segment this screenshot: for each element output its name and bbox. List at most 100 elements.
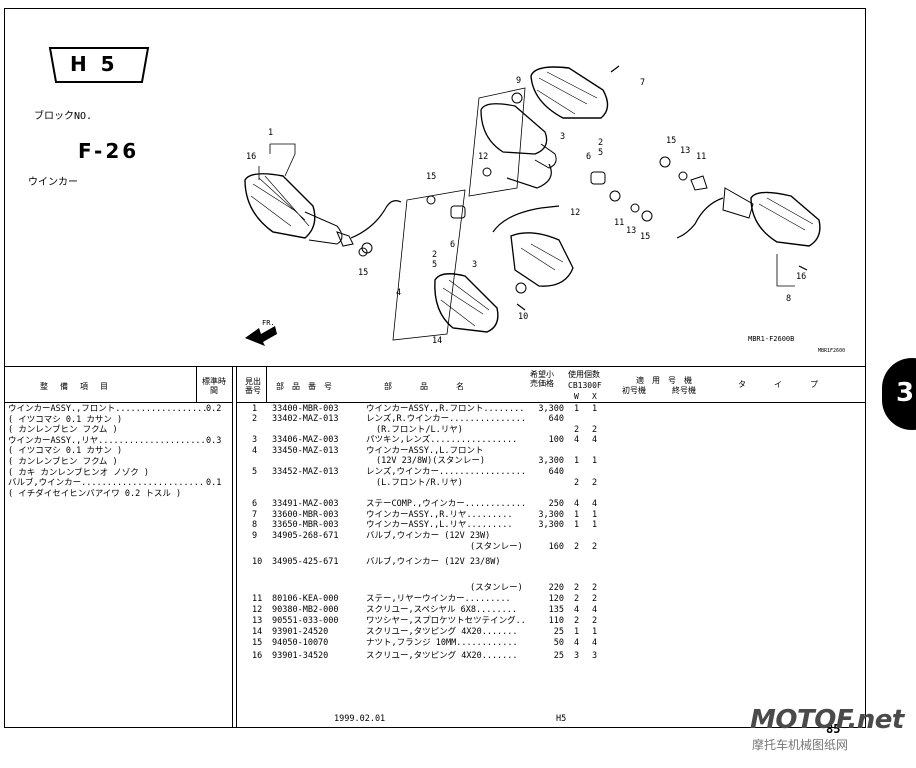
winker-front-right-group [392, 189, 574, 341]
callout-6: 6 [586, 152, 592, 162]
part-name: ウインカーASSY.,L.リヤ......... [366, 520, 513, 530]
part-ref: 16 [252, 651, 263, 661]
part-number: 80106-KEA-000 [272, 594, 339, 604]
maintenance-item: ( カンレンブヒン フクム ) [8, 425, 118, 436]
part-qty-w: 1 [574, 520, 580, 530]
part-number: 33400-MBR-003 [272, 404, 339, 414]
part-qty-x: 1 [592, 520, 598, 530]
part-price: 25 [553, 651, 564, 661]
part-price: 3,300 [538, 404, 564, 414]
divider-ref [266, 366, 267, 402]
callout-2b: 2 [432, 250, 438, 260]
maintenance-item: ウインカーASSY.,フロント.................. [8, 404, 208, 414]
part-name: ナツト,フランジ 10MM............ [366, 638, 518, 648]
hdr-first-no: 初号機 [622, 386, 646, 395]
block-no: F-26 [78, 139, 140, 163]
part-price: 110 [548, 616, 564, 626]
part-name: ウインカーASSY.,L.フロント [366, 446, 484, 456]
watermark-subtitle: 摩托车机械图纸网 [752, 738, 849, 752]
part-price: 640 [548, 467, 564, 477]
part-price: 25 [553, 627, 564, 637]
hdr-type: タ イ プ [738, 380, 828, 389]
part-qty-w: 1 [574, 404, 580, 414]
maintenance-item: ( カキ カンレンブヒンオ ノゾク ) [8, 467, 149, 478]
callout-15c: 15 [640, 232, 651, 242]
part-name: (スタンレー) [470, 542, 523, 552]
table-top-rule [4, 366, 866, 367]
nut-15-left [358, 247, 368, 257]
part-name: ステーCOMP.,ウインカー............ [366, 499, 527, 509]
part-name: スクリユー,スペシヤル 6X8........ [366, 605, 517, 615]
watermark-logo: MOTOF.net [750, 705, 904, 735]
part-qty-w: 1 [574, 456, 580, 466]
header-rule-right [236, 402, 866, 403]
part-name: レンズ,ウインカー................. [366, 467, 526, 477]
part-qty-w: 1 [574, 510, 580, 520]
part-qty-x: 4 [592, 638, 598, 648]
callout-7: 7 [640, 78, 646, 88]
part-qty-w: 4 [574, 499, 580, 509]
part-name: ウインカーASSY.,R.リヤ......... [366, 510, 513, 520]
part-number: 93901-34520 [272, 651, 329, 661]
part-qty-x: 2 [592, 583, 598, 593]
part-price: 160 [548, 542, 564, 552]
callout-11: 11 [614, 218, 625, 228]
callout-4: 4 [396, 288, 402, 298]
hdr-last-no: 終号機 [672, 386, 696, 395]
hdr-standard-time: 標準時間 [202, 377, 226, 395]
part-name: ウインカーASSY.,R.フロント........ [366, 404, 525, 414]
part-price: 3,300 [538, 520, 564, 530]
part-number: 34905-268-671 [272, 531, 339, 541]
part-qty-x: 1 [592, 456, 598, 466]
callout-10: 10 [518, 312, 529, 322]
callout-15b: 15 [426, 172, 437, 182]
page-number: 85 [826, 722, 841, 736]
part-price: 3,300 [538, 510, 564, 520]
winker-front-left-part [244, 173, 402, 254]
hdr-part-no: 部 品 番 号 [276, 382, 332, 391]
part-price: 250 [548, 499, 564, 509]
part-name: (L.フロント/R.リヤ) [376, 478, 463, 488]
part-number: 33402-MAZ-013 [272, 414, 339, 424]
part-qty-x: 2 [592, 542, 598, 552]
callout-5b: 5 [432, 260, 438, 270]
winker-rear-left-group [609, 156, 821, 287]
hdr-part-name: 部 品 名 [384, 382, 474, 391]
maintenance-item: ( イツコマシ 0.1 カサン ) [8, 414, 123, 425]
callout-6b: 6 [450, 240, 456, 250]
part-ref: 4 [252, 446, 258, 456]
part-ref: 1 [252, 404, 258, 414]
part-name: ステー,リヤーウインカー......... [366, 594, 511, 604]
hdr-ref-no: 見出番号 [245, 377, 261, 395]
part-number: 90380-MB2-000 [272, 605, 339, 615]
callout-2: 2 [598, 138, 604, 148]
maintenance-time: 0.1 [206, 478, 222, 489]
exploded-diagram [244, 65, 821, 346]
callout-3: 3 [560, 132, 566, 142]
maintenance-item: ( イツコマシ 0.1 カサン ) [8, 446, 123, 457]
section-tab-number: 3 [896, 378, 915, 408]
part-number: 33491-MAZ-003 [272, 499, 339, 509]
part-price: 50 [553, 638, 564, 648]
part-number: 33600-MBR-003 [272, 510, 339, 520]
divider-time [196, 366, 197, 402]
part-qty-x: 1 [592, 404, 598, 414]
part-name: スクリユー,タツピング 4X20....... [366, 651, 518, 661]
maintenance-time: 0.2 [206, 404, 222, 414]
part-ref: 11 [252, 594, 263, 604]
part-qty-w: 2 [574, 616, 580, 626]
part-qty-w: 4 [574, 605, 580, 615]
winker-rear-right-group [468, 65, 620, 197]
part-ref: 3 [252, 435, 258, 445]
part-ref: 8 [252, 520, 258, 530]
part-qty-x: 4 [592, 499, 598, 509]
part-ref: 7 [252, 510, 258, 520]
part-number: 33452-MAZ-013 [272, 467, 339, 477]
footer-date: 1999.02.01 [334, 714, 386, 724]
figure-code: MBR1-F2600B [748, 335, 795, 343]
part-price: 120 [548, 594, 564, 604]
part-number: 93901-24520 [272, 627, 329, 637]
part-ref: 2 [252, 414, 258, 424]
hdr-qty-w: W [574, 392, 579, 401]
callout-11b: 11 [696, 152, 707, 162]
